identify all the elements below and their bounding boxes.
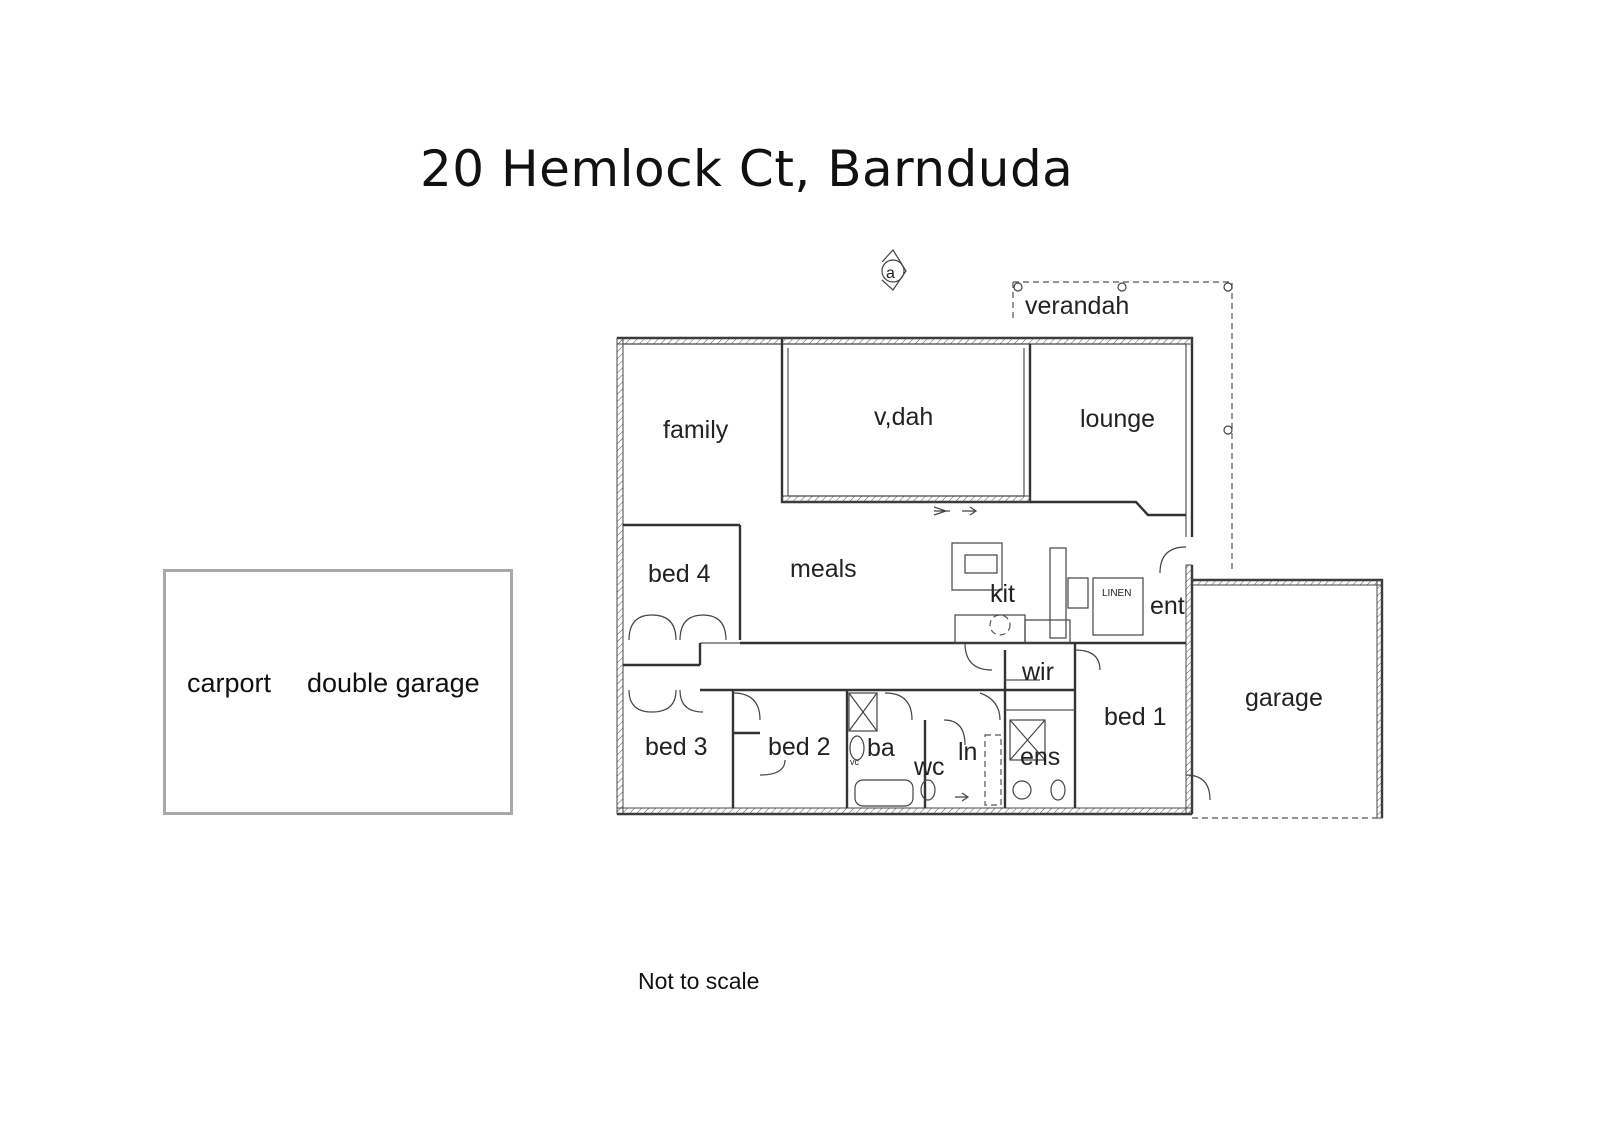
garage-walls: [1191, 578, 1384, 819]
room-label-kit: kit: [990, 580, 1015, 608]
room-label-ent: ent: [1150, 592, 1185, 620]
room-label-linen: LINEN: [1102, 588, 1131, 599]
room-label-garage: garage: [1245, 684, 1323, 712]
room-label-ba: ba: [867, 734, 895, 762]
north-marker-label: a: [886, 265, 895, 282]
verandah-outline: [1012, 281, 1233, 572]
outbuilding-box: [163, 569, 513, 815]
north-marker: a: [881, 249, 907, 291]
room-label-wc: wc: [913, 753, 945, 781]
room-label-verandah: verandah: [1025, 292, 1129, 320]
double-garage-label: double garage: [307, 668, 480, 698]
room-label-bed2: bed 2: [768, 733, 831, 761]
room-label-bed1: bed 1: [1104, 703, 1167, 731]
kitchen-fixtures: [951, 542, 1089, 644]
room-label-ln: ln: [958, 738, 977, 766]
room-label-bed3: bed 3: [645, 733, 708, 761]
scale-note: Not to scale: [638, 968, 760, 994]
room-label-family: family: [663, 416, 729, 444]
room-label-meals: meals: [790, 555, 857, 583]
room-label-ens: ens: [1020, 743, 1060, 771]
room-label-bed4: bed 4: [648, 560, 711, 588]
room-label-wir: wir: [1021, 658, 1054, 686]
bathroom-fixtures: [848, 692, 1066, 807]
wardrobe-doors: [628, 614, 727, 713]
room-label-lounge: lounge: [1080, 405, 1155, 433]
room-label-vdah: v,dah: [874, 403, 933, 431]
vdah-courtyard-walls: [780, 338, 1186, 517]
room-label-vc: vc: [850, 757, 860, 767]
carport-label: carport: [187, 668, 272, 698]
page-title: 20 Hemlock Ct, Barnduda: [420, 140, 1074, 198]
house-outer-walls: [616, 336, 1194, 816]
door-swings: [732, 546, 1211, 801]
